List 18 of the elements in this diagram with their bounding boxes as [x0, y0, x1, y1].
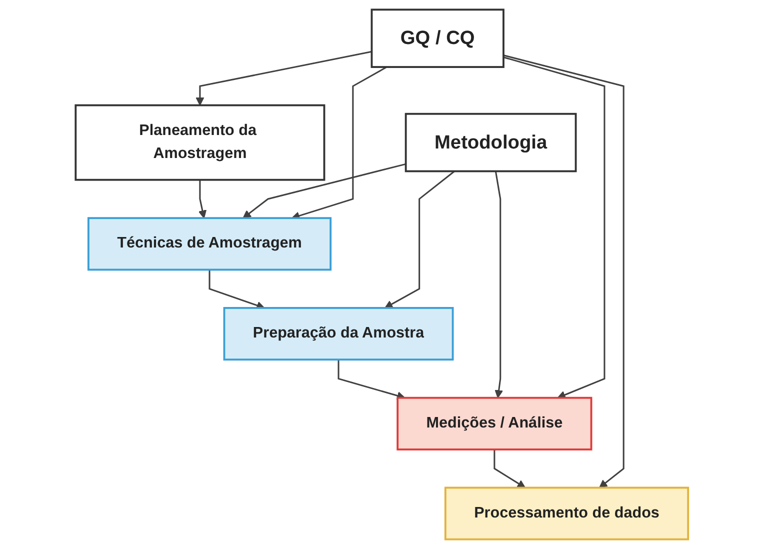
arrow: [503, 56, 606, 399]
process-box: Preparação da Amostra: [223, 307, 454, 361]
arrow: [208, 270, 265, 310]
arrow: [503, 54, 624, 488]
arrow: [292, 66, 388, 220]
arrow: [198, 180, 207, 218]
arrow: [338, 360, 406, 400]
process-box: Medições / Análise: [396, 396, 592, 450]
process-box: Técnicas de Amostragem: [88, 217, 332, 271]
process-box: Planeamento da Amostragem: [74, 104, 326, 181]
arrow: [494, 449, 526, 488]
arrow: [494, 171, 504, 398]
process-box: GQ / CQ: [370, 8, 505, 68]
process-box: Processamento de dados: [444, 486, 690, 540]
arrow: [196, 50, 372, 106]
process-box: Metodologia: [404, 112, 577, 172]
arrow: [242, 163, 406, 218]
arrow: [384, 170, 456, 308]
